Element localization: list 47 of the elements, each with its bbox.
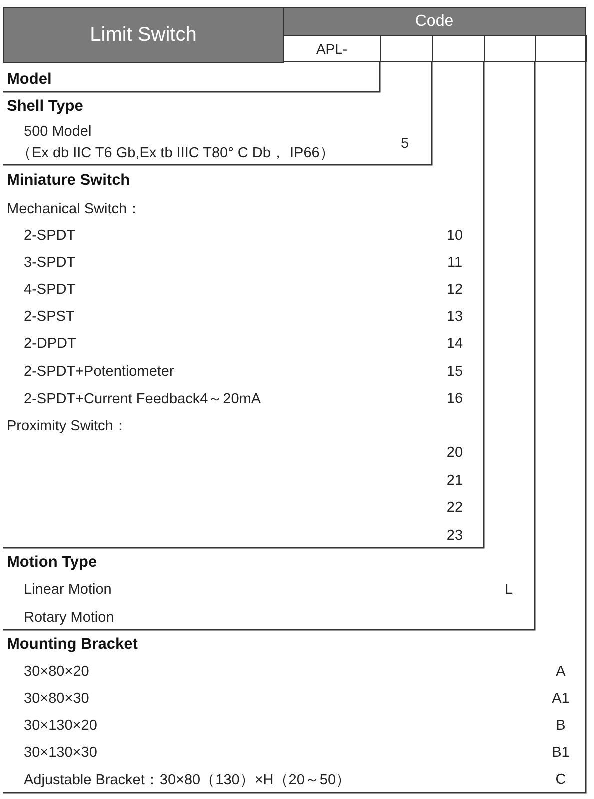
option-label: Adjustable Bracket：30×80（130）×H（20～50） xyxy=(24,772,352,790)
option-code: 16 xyxy=(446,391,464,407)
option-label: 30×80×30 xyxy=(24,691,90,707)
option-label: 2-SPST xyxy=(24,309,75,325)
option-label: 3-SPDT xyxy=(24,255,76,271)
option-code: L xyxy=(504,582,514,598)
option-code: B1 xyxy=(552,745,570,761)
option-code: 22 xyxy=(446,500,464,516)
section-heading: Miniature Switch xyxy=(7,172,130,190)
option-code: 10 xyxy=(446,228,464,244)
option-code: 5 xyxy=(400,136,410,152)
header-cell xyxy=(283,7,586,36)
option-label: （Ex db IIC T6 Gb,Ex tb IIIC T80° C Db， IP66） xyxy=(17,144,335,162)
option-code: 13 xyxy=(446,309,464,325)
option-label: 2-DPDT xyxy=(24,336,76,352)
header-text: Code xyxy=(415,12,454,30)
subsection-label: Proximity Switch： xyxy=(7,418,128,436)
option-code: 11 xyxy=(447,255,463,271)
option-label: 500 Model xyxy=(24,124,92,140)
option-code: 23 xyxy=(446,528,464,544)
option-label: 30×130×30 xyxy=(24,745,98,761)
option-code: 20 xyxy=(446,445,464,461)
section-heading: Model xyxy=(7,71,52,89)
option-code: 12 xyxy=(446,282,464,298)
option-label: 2-SPDT+Current Feedback4～20mA xyxy=(24,390,262,408)
option-code: 21 xyxy=(446,473,464,489)
option-code: 15 xyxy=(446,364,464,380)
header-cell xyxy=(3,7,284,63)
code-slot-box xyxy=(535,35,587,62)
subsection-label: Mechanical Switch： xyxy=(7,200,142,218)
header-text: Limit Switch xyxy=(90,24,197,46)
option-code: A xyxy=(556,664,566,680)
option-label: Linear Motion xyxy=(24,582,112,598)
option-label: 2-SPDT+Potentiometer xyxy=(24,364,174,380)
option-label: 2-SPDT xyxy=(24,228,76,244)
section-heading: Motion Type xyxy=(7,554,98,572)
option-code: C xyxy=(556,772,566,788)
option-code: 14 xyxy=(446,336,464,352)
section-heading: Mounting Bracket xyxy=(7,636,138,654)
option-code: B xyxy=(556,718,566,734)
option-code: A1 xyxy=(552,691,570,707)
option-label: 4-SPDT xyxy=(24,282,76,298)
option-label: Rotary Motion xyxy=(24,610,114,626)
option-label: 30×130×20 xyxy=(24,718,98,734)
option-label: 30×80×20 xyxy=(24,664,90,680)
section-heading: Shell Type xyxy=(7,98,84,116)
header-text: APL- xyxy=(316,40,348,56)
